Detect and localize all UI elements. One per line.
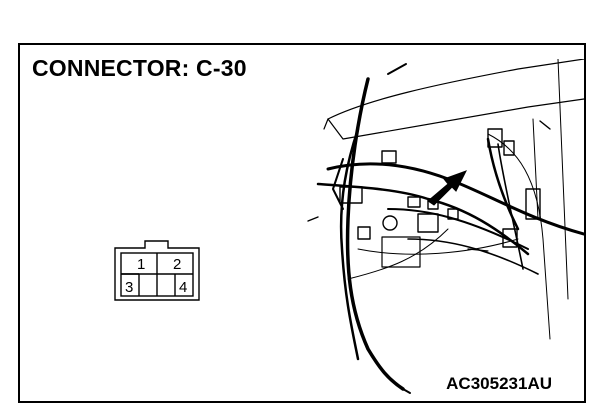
connector-title: CONNECTOR: C-30: [32, 55, 247, 81]
connector-outline: [114, 240, 200, 301]
figure-code: AC305231AU: [446, 374, 552, 393]
pin-label-4: 4: [179, 279, 188, 296]
pin-label-3: 3: [125, 279, 134, 296]
pointer-arrow-icon: [427, 170, 468, 206]
connector-face: 1 2 3 4: [113, 240, 213, 304]
pin-label-2: 2: [173, 256, 182, 273]
diagram-frame: CONNECTOR: C-30 1 2 3 4: [18, 43, 586, 403]
pin-label-1: 1: [137, 256, 146, 273]
wiring-harness-illustration: [307, 59, 584, 394]
